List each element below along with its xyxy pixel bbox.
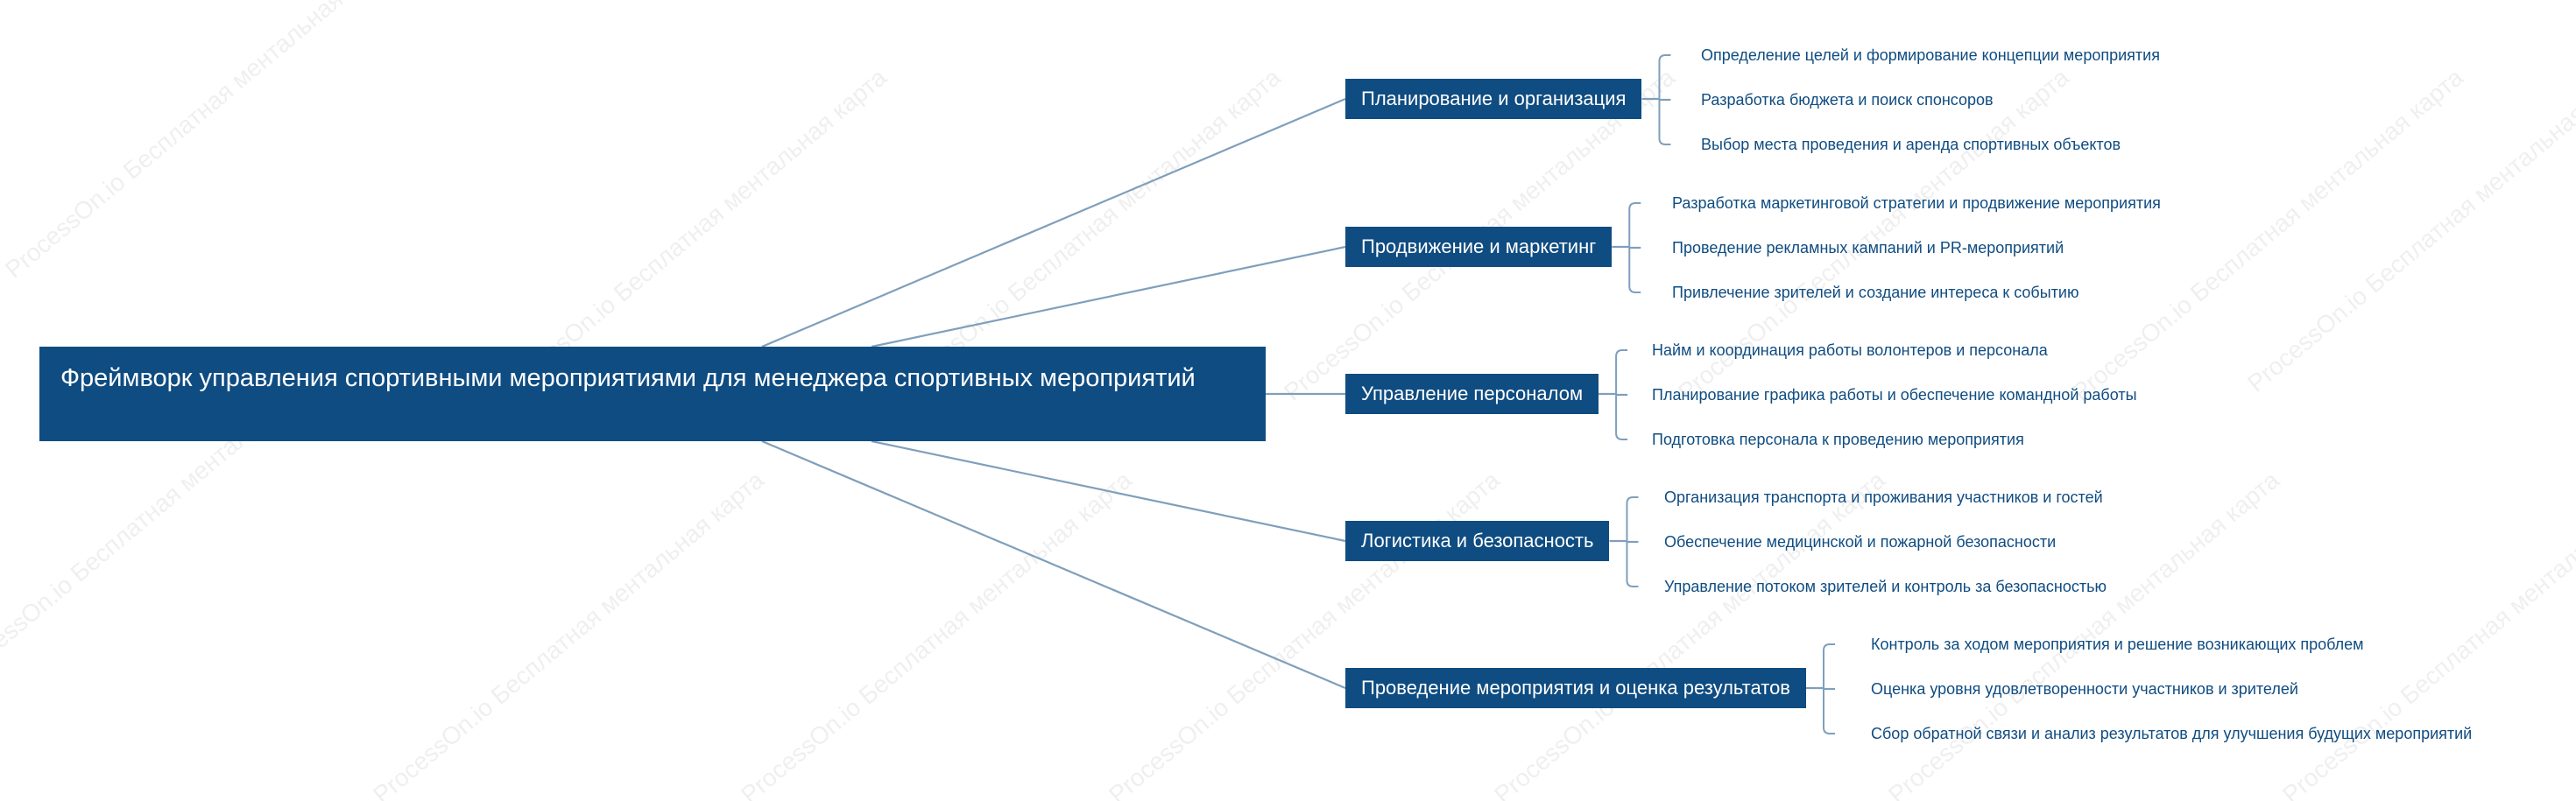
root-branch-connector <box>871 439 1346 543</box>
leaf-topic[interactable]: Разработка маркетинговой стратегии и про… <box>1672 193 2161 214</box>
leaf-topic[interactable]: Планирование графика работы и обеспечени… <box>1652 384 2137 405</box>
root-branch-connector <box>761 97 1346 348</box>
leaf-topic-label: Сбор обратной связи и анализ результатов… <box>1871 725 2473 742</box>
leaf-topic-label: Разработка маркетинговой стратегии и про… <box>1672 194 2161 212</box>
branch-topic-label: Проведение мероприятия и оценка результа… <box>1361 677 1790 699</box>
branch-topic-personnel[interactable]: Управление персоналом <box>1345 374 1599 414</box>
leaf-topic[interactable]: Обеспечение медицинской и пожарной безоп… <box>1664 531 2056 552</box>
leaf-topic[interactable]: Подготовка персонала к проведению меропр… <box>1652 429 2024 450</box>
branch-topic-planning[interactable]: Планирование и организация <box>1345 79 1642 119</box>
leaf-topic[interactable]: Контроль за ходом мероприятия и решение … <box>1871 634 2364 655</box>
branch-topic-execution[interactable]: Проведение мероприятия и оценка результа… <box>1345 668 1806 708</box>
leaf-topic[interactable]: Сбор обратной связи и анализ результатов… <box>1871 723 2472 744</box>
leaf-topic[interactable]: Организация транспорта и проживания учас… <box>1664 487 2103 508</box>
leaf-topic-label: Привлечение зрителей и создание интереса… <box>1672 284 2079 301</box>
branch-topic-label: Управление персоналом <box>1361 383 1584 404</box>
leaf-topic-label: Контроль за ходом мероприятия и решение … <box>1871 636 2364 653</box>
leaf-topic[interactable]: Проведение рекламных кампаний и PR-мероп… <box>1672 237 2064 258</box>
leaf-topic-label: Разработка бюджета и поиск спонсоров <box>1701 91 1994 109</box>
leaf-topic[interactable]: Привлечение зрителей и создание интереса… <box>1672 282 2078 303</box>
branch-topic-logistics[interactable]: Логистика и безопасность <box>1345 521 1610 561</box>
root-branch-connector <box>871 245 1346 348</box>
leaf-topic-label: Организация транспорта и проживания учас… <box>1664 488 2103 506</box>
branch-topic-marketing[interactable]: Продвижение и маркетинг <box>1345 227 1613 267</box>
branch-topic-label: Планирование и организация <box>1361 88 1627 109</box>
leaf-topic[interactable]: Найм и координация работы волонтеров и п… <box>1652 340 2048 361</box>
leaf-topic[interactable]: Определение целей и формирование концепц… <box>1701 45 2160 66</box>
leaf-topic[interactable]: Выбор места проведения и аренда спортивн… <box>1701 134 2121 155</box>
root-branch-connector <box>761 439 1346 690</box>
leaf-topic-label: Найм и координация работы волонтеров и п… <box>1652 341 2048 359</box>
leaf-topic[interactable]: Оценка уровня удовлетворенности участник… <box>1871 678 2298 699</box>
leaf-topic-label: Оценка уровня удовлетворенности участник… <box>1871 680 2298 698</box>
leaf-topic-label: Выбор места проведения и аренда спортивн… <box>1701 136 2121 153</box>
branch-topic-label: Логистика и безопасность <box>1361 530 1594 552</box>
root-topic-label: Фреймворк управления спортивными меропри… <box>60 364 1196 392</box>
leaf-topic-label: Планирование графика работы и обеспечени… <box>1652 386 2137 404</box>
leaf-topic-label: Обеспечение медицинской и пожарной безоп… <box>1664 533 2057 551</box>
leaf-topic[interactable]: Разработка бюджета и поиск спонсоров <box>1701 89 1994 110</box>
leaf-topic-label: Определение целей и формирование концепц… <box>1701 46 2160 64</box>
leaf-topic-label: Управление потоком зрителей и контроль з… <box>1664 578 2107 595</box>
root-topic[interactable]: Фреймворк управления спортивными меропри… <box>39 347 1266 441</box>
leaf-topic-label: Проведение рекламных кампаний и PR-мероп… <box>1672 239 2064 256</box>
leaf-topic[interactable]: Управление потоком зрителей и контроль з… <box>1664 576 2107 597</box>
leaf-topic-label: Подготовка персонала к проведению меропр… <box>1652 431 2024 448</box>
branch-topic-label: Продвижение и маркетинг <box>1361 235 1597 257</box>
